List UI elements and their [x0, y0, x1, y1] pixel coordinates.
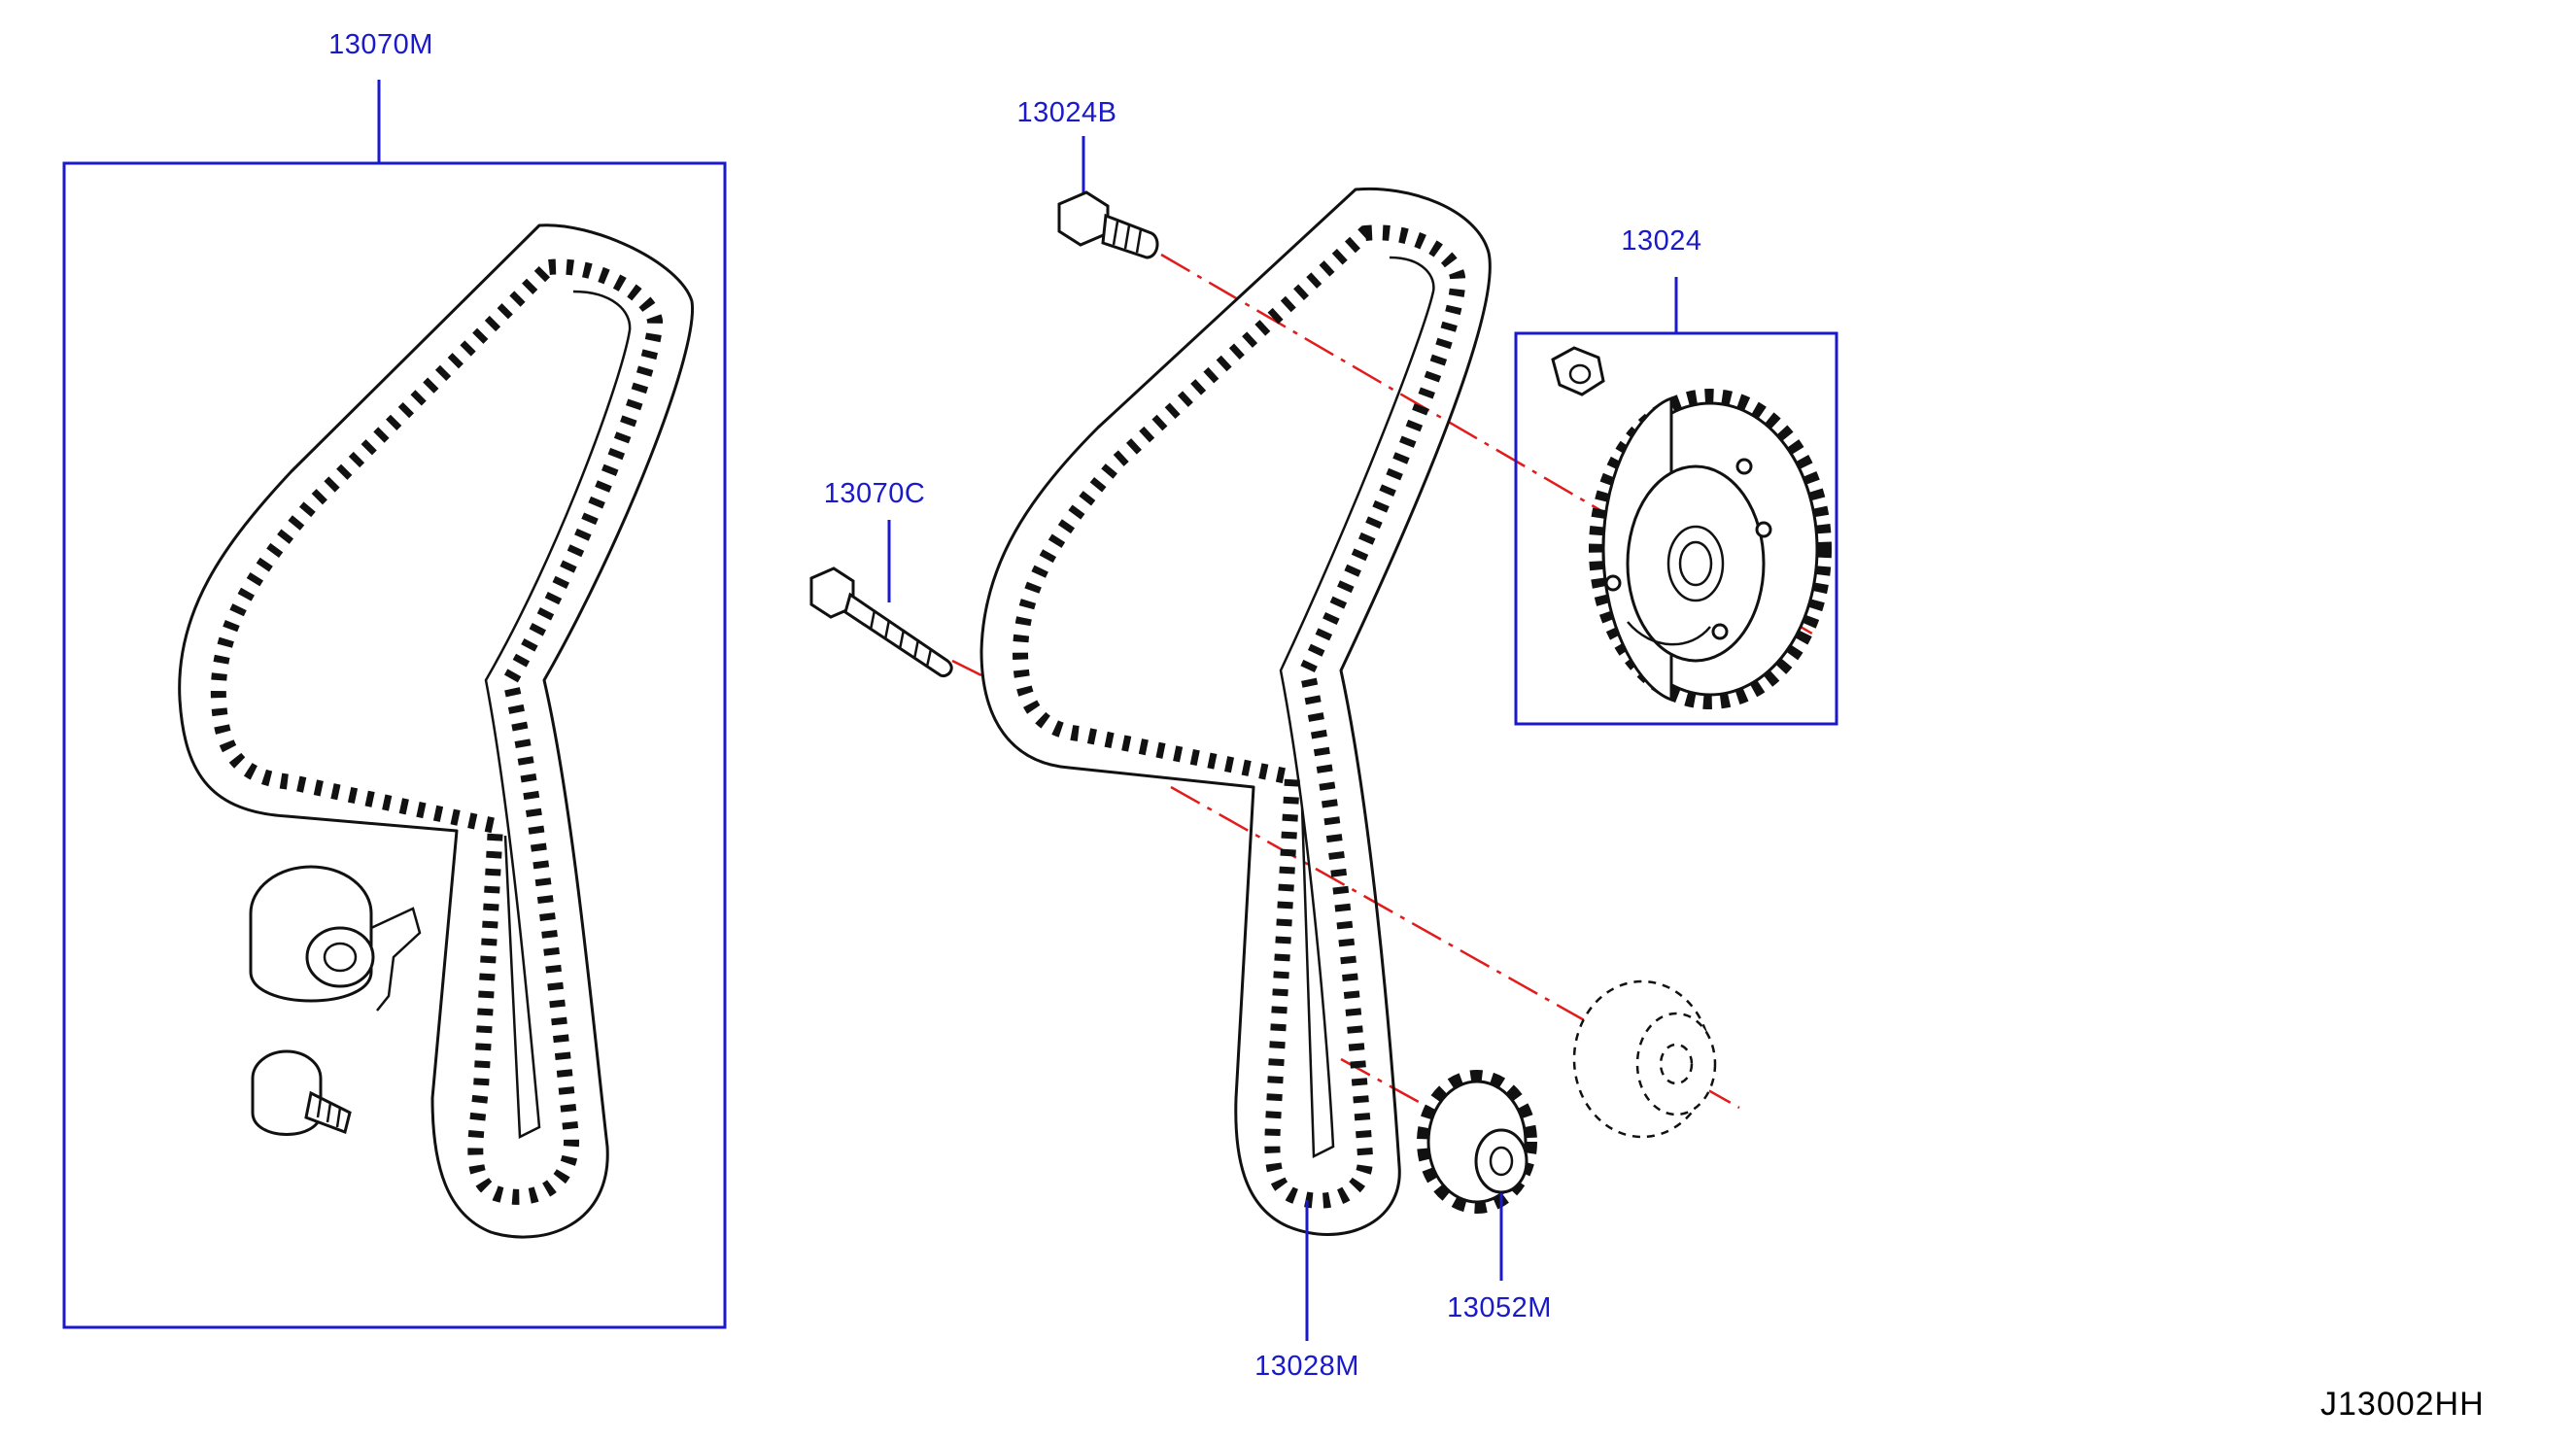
- diagram-code: J13002HH: [2320, 1386, 2485, 1423]
- flange-bolt: [1057, 136, 1159, 259]
- idler-bolt: [251, 1049, 352, 1136]
- crank-sprocket: [1417, 1070, 1537, 1281]
- cam-nut: [1551, 346, 1605, 396]
- tensioner-bolt: [809, 520, 953, 678]
- callout-flange-bolt: 13024B: [1016, 97, 1117, 128]
- main-timing-belt: [979, 187, 1492, 1236]
- callout-cam-sprocket: 13024: [1621, 225, 1702, 257]
- callout-tensioner-bolt: 13070C: [823, 478, 926, 509]
- cam-sprocket-frame: [1514, 277, 1838, 726]
- hidden-pulley: [1572, 979, 1717, 1139]
- kit-frame: [62, 80, 727, 1329]
- cam-sprocket: [1589, 389, 1832, 709]
- kit-timing-belt: [178, 223, 695, 1239]
- callout-crank-sprocket: 13052M: [1447, 1292, 1552, 1323]
- tensioner-pulley: [249, 865, 422, 1012]
- callout-timing-belt: 13028M: [1254, 1351, 1359, 1382]
- callout-kit: 13070M: [328, 29, 433, 60]
